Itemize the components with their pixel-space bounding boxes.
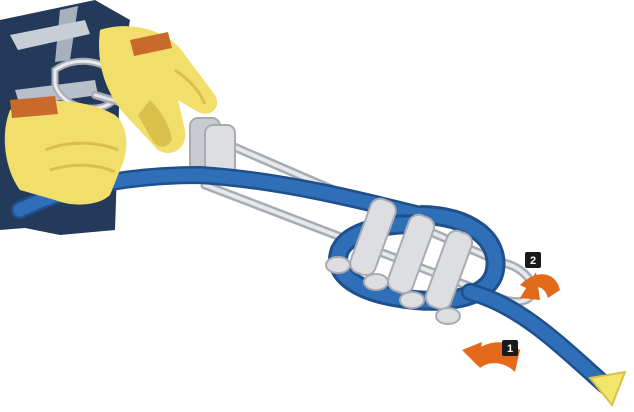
step-1-arrow: 1 [462,340,520,372]
rope-end-tip [590,372,625,405]
step-1-number: 1 [507,343,513,355]
lower-glove [5,96,127,205]
step-2-number: 2 [530,255,536,267]
